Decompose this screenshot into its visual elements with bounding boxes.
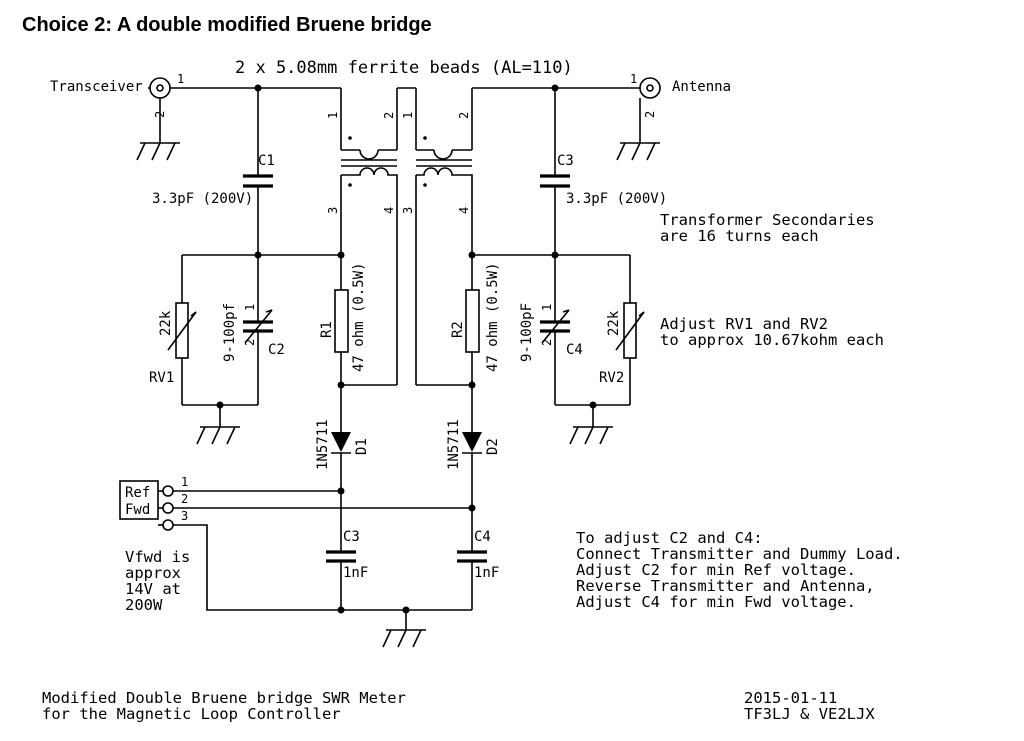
svg-text:RV1: RV1 [149,370,174,386]
capacitor-c1: C1 3.3pF (200V) [152,88,275,255]
antenna-connector: Antenna 1 2 [616,72,731,161]
ground-symbol-transceiver [136,142,180,161]
dual-transformer: 1 2 1 2 3 4 3 4 [326,87,473,385]
resistor-r2: R2 47 ohm (0.5W) [450,262,501,432]
slide-title: Choice 2: A double modified Bruene bridg… [22,14,432,36]
svg-text:1: 1 [401,112,415,119]
svg-text:14V at: 14V at [125,580,181,598]
svg-text:Vfwd is: Vfwd is [125,548,190,566]
svg-text:200W: 200W [125,596,163,614]
svg-text:1nF: 1nF [474,565,499,581]
svg-text:R2: R2 [450,321,466,338]
capacitor-c4-bottom: C4 1nF [457,508,499,610]
svg-text:Reverse Transmitter and Antenn: Reverse Transmitter and Antenna, [576,577,875,595]
svg-text:1: 1 [243,304,257,311]
svg-text:1N5711: 1N5711 [315,419,331,470]
svg-text:3: 3 [326,207,340,214]
capacitor-c3-bottom: C3 1nF [326,491,368,610]
ground-symbol-right [569,426,613,445]
svg-text:Connect Transmitter and Dummy: Connect Transmitter and Dummy Load. [576,545,903,563]
svg-text:Adjust C4 for min Fwd voltage.: Adjust C4 for min Fwd voltage. [576,593,856,611]
potentiometer-rv1: 22k RV1 [149,255,197,405]
adjust-rv-note: Adjust RV1 and RV2 to approx 10.67kohm e… [660,315,884,349]
transceiver-connector: Transceiver 1 2 [50,72,184,161]
svg-text:9-100pF: 9-100pF [519,303,535,362]
svg-text:2: 2 [457,112,471,119]
svg-text:3: 3 [181,509,188,523]
secondaries-note: Transformer Secondaries are 16 turns eac… [660,211,875,245]
svg-text:C4: C4 [474,529,491,545]
svg-text:C3: C3 [557,153,574,169]
svg-text:1: 1 [630,72,637,86]
vfwd-note: Vfwd is approx 14V at 200W [125,548,190,614]
trimmer-capacitor-c2: 9-100pf C2 1 2 [222,255,285,405]
svg-text:1nF: 1nF [343,565,368,581]
svg-text:approx: approx [125,564,181,582]
svg-text:Adjust C2 for min Ref voltage.: Adjust C2 for min Ref voltage. [576,561,856,579]
svg-text:D1: D1 [354,438,370,455]
svg-text:3.3pF (200V): 3.3pF (200V) [566,191,667,207]
svg-text:C4: C4 [566,342,583,358]
svg-text:2: 2 [382,112,396,119]
svg-text:C3: C3 [343,529,360,545]
svg-text:Modified Double Bruene bridge: Modified Double Bruene bridge SWR Meter [42,689,406,707]
svg-text:R1: R1 [319,321,335,338]
svg-text:3.3pF (200V): 3.3pF (200V) [152,191,253,207]
svg-text:Adjust RV1 and RV2: Adjust RV1 and RV2 [660,315,828,333]
svg-text:TF3LJ & VE2LJX: TF3LJ & VE2LJX [744,705,875,723]
output-connector-ref-fwd: Ref Fwd 1 2 3 [119,475,188,531]
svg-text:RV2: RV2 [599,370,624,386]
svg-text:22k: 22k [158,310,174,336]
svg-text:1: 1 [540,304,554,311]
svg-text:2: 2 [181,492,188,506]
svg-text:1N5711: 1N5711 [446,419,462,470]
svg-text:22k: 22k [606,310,622,336]
diode-d2: 1N5711 D2 [446,419,501,508]
svg-text:9-100pf: 9-100pf [222,303,238,362]
svg-text:D2: D2 [485,438,501,455]
potentiometer-rv2: 22k RV2 [599,255,645,405]
svg-text:4: 4 [382,207,396,214]
svg-text:47 ohm (0.5W): 47 ohm (0.5W) [351,262,367,372]
ferrite-bead-note: 2 x 5.08mm ferrite beads (AL=110) [235,58,573,78]
svg-text:for the Magnetic Loop Controll: for the Magnetic Loop Controller [42,705,341,723]
svg-text:2: 2 [243,339,257,346]
svg-text:To adjust C2 and C4:: To adjust C2 and C4: [576,529,763,547]
svg-text:C1: C1 [258,153,275,169]
trimmer-capacitor-c4: 9-100pF C4 1 2 [519,255,583,405]
diode-d1: 1N5711 D1 [315,419,370,490]
svg-text:1: 1 [181,475,188,489]
ground-symbol-left [196,426,240,445]
ground-symbol-bottom [382,629,426,648]
svg-text:1: 1 [177,72,184,86]
capacitor-c3-top: C3 3.3pF (200V) [540,88,667,255]
antenna-label: Antenna [672,79,731,95]
svg-text:Transformer Secondaries: Transformer Secondaries [660,211,875,229]
ground-symbol-antenna [616,142,660,161]
procedure-note: To adjust C2 and C4: Connect Transmitter… [576,529,903,611]
svg-text:1: 1 [326,112,340,119]
resistor-r1: R1 47 ohm (0.5W) [319,262,367,432]
svg-text:are 16 turns each: are 16 turns each [660,227,819,245]
svg-text:2015-01-11: 2015-01-11 [744,689,837,707]
svg-text:2: 2 [540,339,554,346]
svg-text:3: 3 [401,207,415,214]
svg-text:C2: C2 [268,342,285,358]
svg-text:2: 2 [643,111,657,118]
transceiver-label: Transceiver [50,79,143,95]
svg-text:to approx 10.67kohm each: to approx 10.67kohm each [660,331,884,349]
svg-text:47 ohm (0.5W): 47 ohm (0.5W) [485,262,501,372]
footer-title-block: Modified Double Bruene bridge SWR Meter … [42,689,875,723]
svg-text:Ref: Ref [125,485,150,501]
svg-text:4: 4 [457,207,471,214]
svg-text:Fwd: Fwd [125,502,150,518]
